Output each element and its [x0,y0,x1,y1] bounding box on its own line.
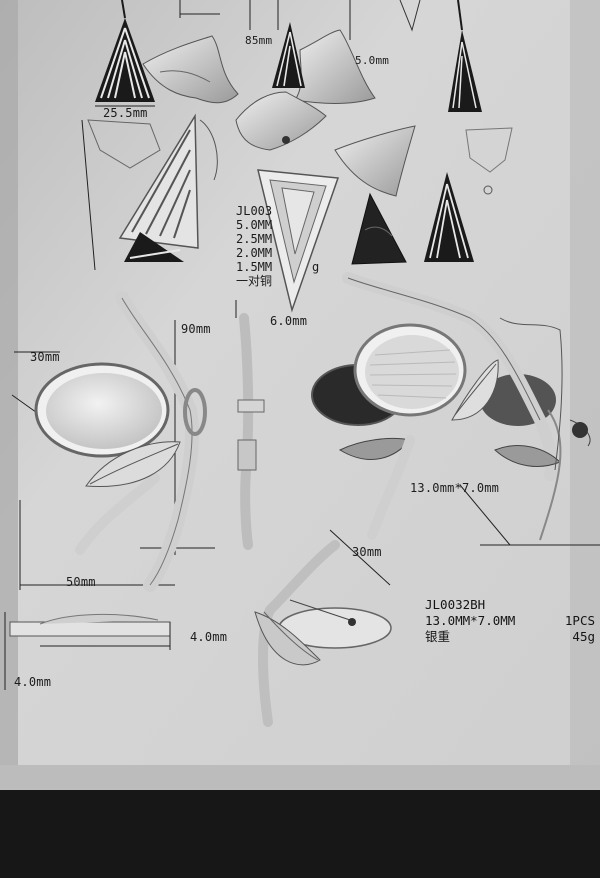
striped-triangle-earring-4 [424,172,474,262]
striped-triangle-earring-1 [95,0,155,102]
product-info: JL0032BH 13.0MM*7.0MM 1PCS 银重 45g [425,597,595,645]
dim-label-4mm-b: 4.0mm [14,675,52,689]
dim-label-6mm: 6.0mm [270,314,308,328]
product-weight: 45g [572,629,595,644]
dim-label-30mm: 30mm [30,350,60,364]
dim-label-85mm: 85mm [245,34,273,47]
striped-triangle-earring-3 [448,0,482,112]
spec-block: JL003 5.0MM 2.5MM 2.0MM 1.5MM 一对铜 [236,204,272,288]
dim-label-25-5mm: 25.5mm [103,106,148,120]
striped-triangle-earring-2 [272,22,305,88]
spec-line-1: JL003 [236,204,273,218]
dim-label-5mm: 5.0mm [355,54,390,67]
stone-size-label: 13.0mm*7.0mm [410,481,500,495]
product-code: JL0032BH [425,597,486,612]
dim-label-30mm-bottom: 30mm [352,545,382,559]
jewelry-drawing-sheet [0,0,600,790]
spec-line-2: 5.0MM [236,218,273,232]
left-brooch [34,291,207,592]
spec-weight-unit: g [312,260,320,274]
v-triangle-pendant [257,169,340,313]
dim-label-4mm-a: 4.0mm [190,630,228,644]
bar-side-view [4,612,171,690]
spec-line-5: 1.5MM [236,260,273,274]
side-view-pin [235,300,265,550]
table-surface [0,790,600,878]
product-size: 13.0MM*7.0MM [425,613,516,628]
dim-label-90mm: 90mm [181,322,211,336]
product-qty: 1PCS [564,613,595,628]
spec-line-6: 一对铜 [236,274,273,288]
bottom-sketch-brooch [254,529,392,727]
weight-label: 银重 [425,629,451,644]
dim-label-50mm: 50mm [66,575,96,589]
spec-line-3: 2.5MM [236,232,273,246]
right-brooch [311,272,591,541]
outline-triangle-left [118,113,199,262]
spec-line-4: 2.0MM [236,246,273,260]
